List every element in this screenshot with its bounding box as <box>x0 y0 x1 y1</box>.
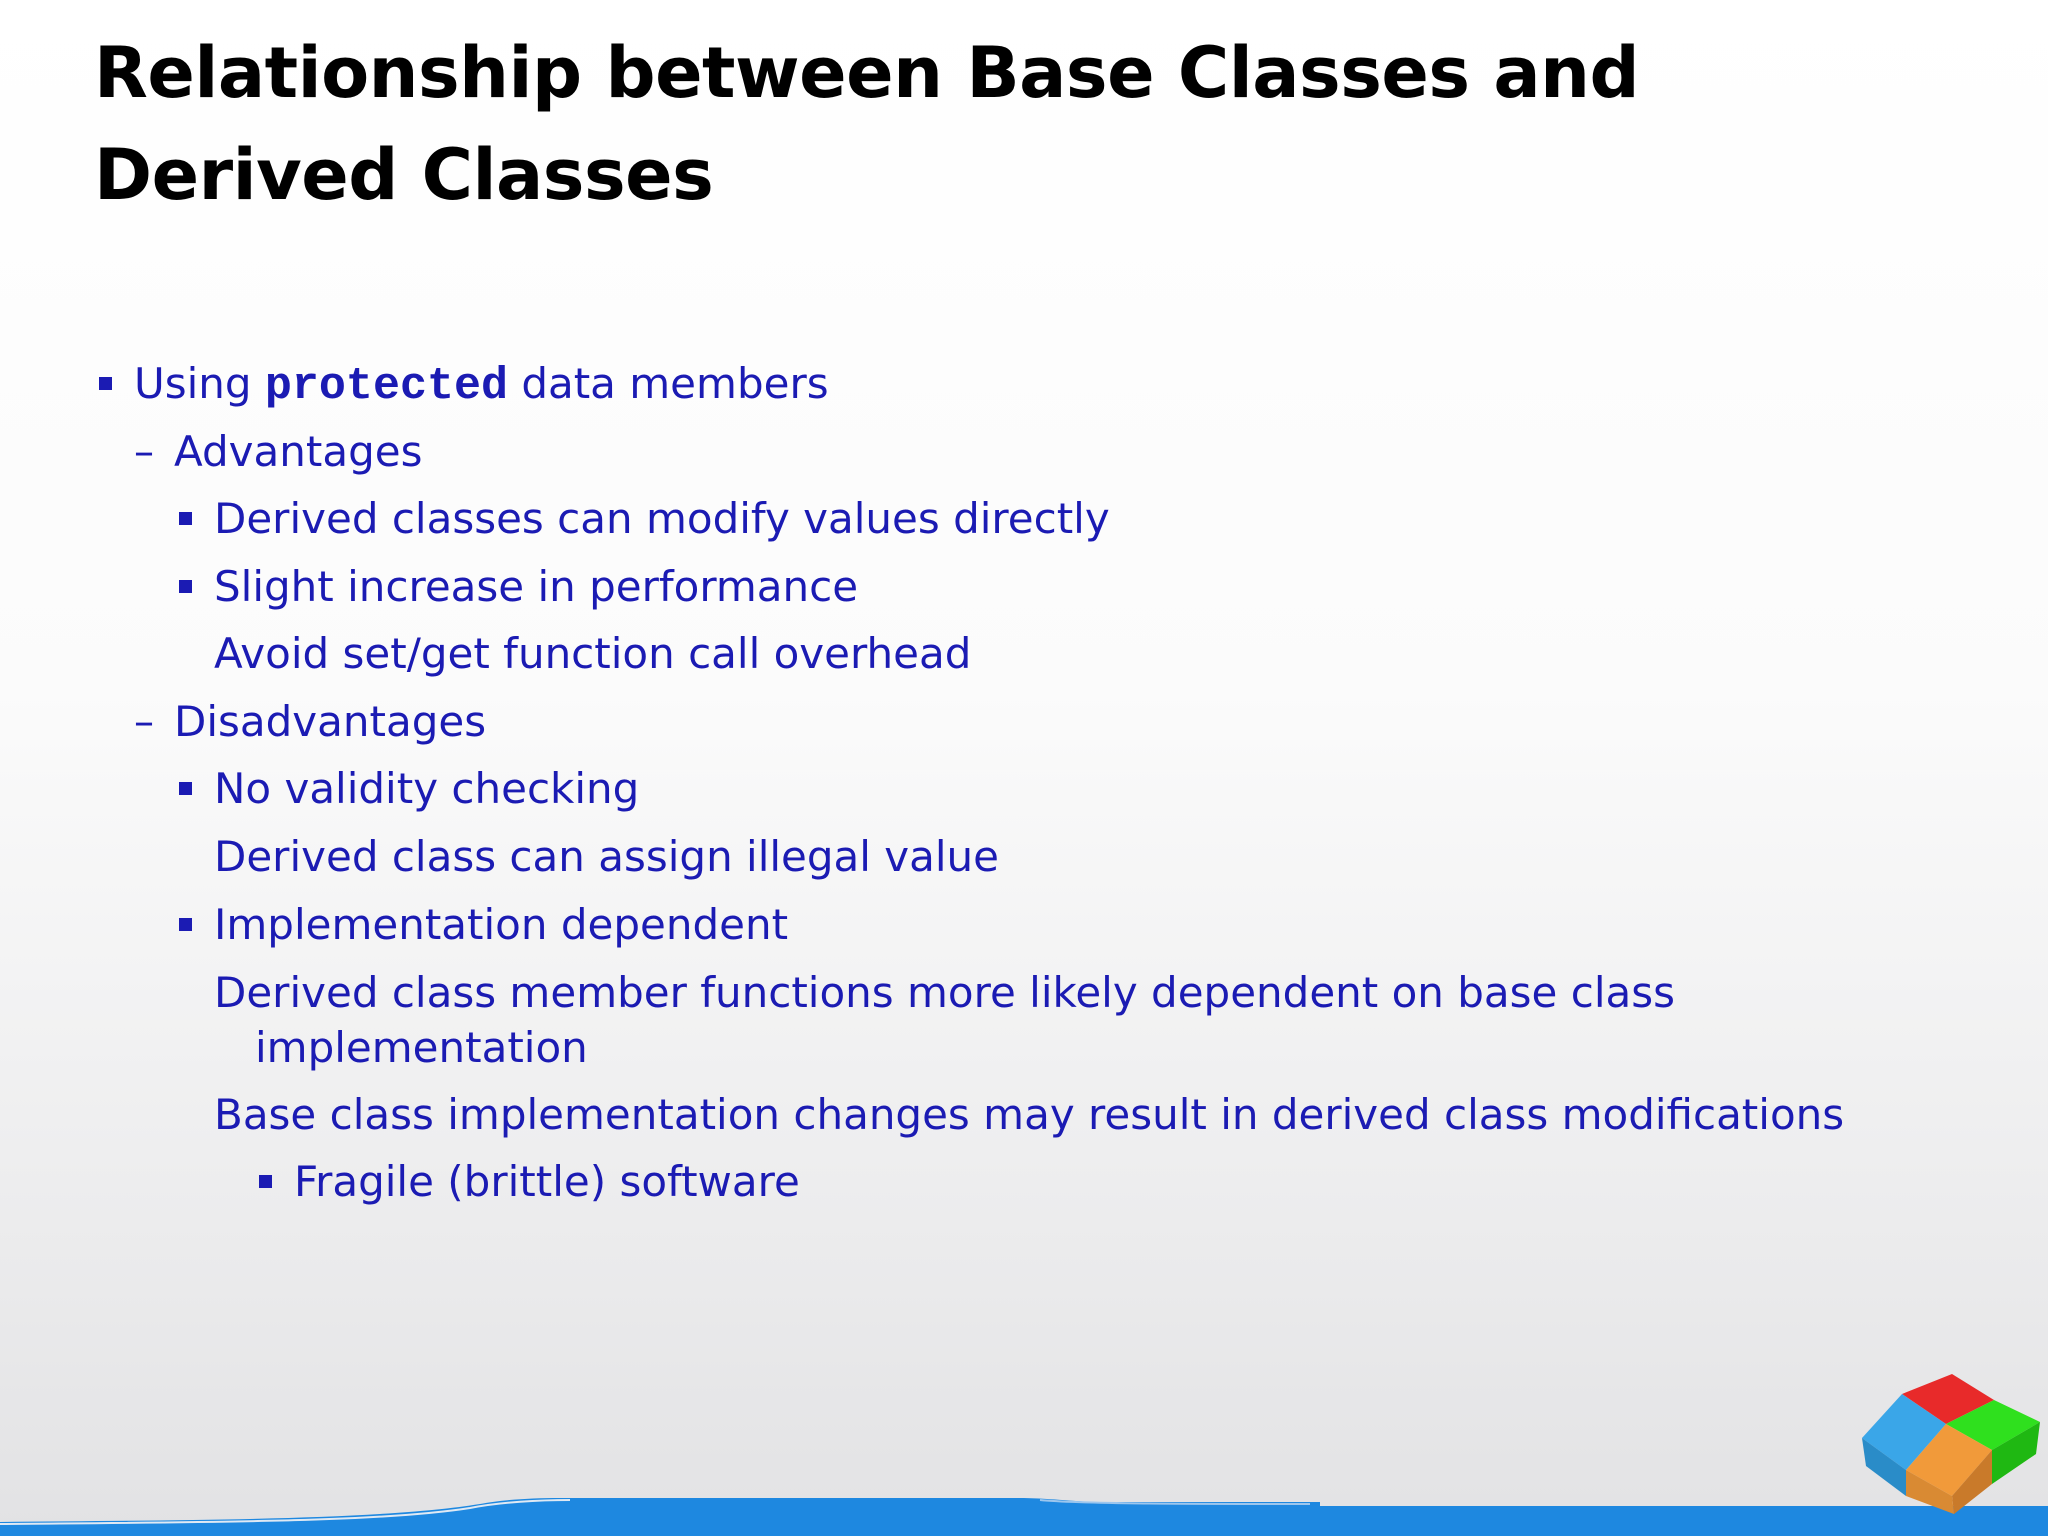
code-keyword: protected <box>264 361 508 412</box>
footer-bar <box>0 1498 2048 1536</box>
bullet-item-advantages: Advantages <box>174 427 423 476</box>
sub-item: Derived class member functions more like… <box>214 968 1675 1017</box>
slide-title: Relationship between Base Classes and De… <box>94 32 1640 216</box>
bullet-item-protected: Using protected data members <box>134 358 829 413</box>
dash-bullet-icon: – <box>134 699 154 745</box>
bullet-item: Fragile (brittle) software <box>294 1157 800 1206</box>
square-bullet-icon <box>179 580 192 593</box>
colored-cube-logo-icon <box>1862 1374 2040 1514</box>
bullet-item: Derived classes can modify values direct… <box>214 494 1110 543</box>
bullet-suffix: data members <box>507 359 829 408</box>
square-bullet-icon <box>179 782 192 795</box>
square-bullet-icon <box>179 512 192 525</box>
bullet-list: Using protected data members – Advantage… <box>99 358 1845 1206</box>
square-bullet-icon <box>259 1175 272 1188</box>
bullet-item-disadvantages: Disadvantages <box>174 697 487 746</box>
sub-item: Avoid set/get function call overhead <box>214 629 972 678</box>
bullet-prefix: Using <box>134 359 265 408</box>
square-bullet-icon <box>179 918 192 931</box>
square-bullet-icon <box>99 377 112 390</box>
bullet-item: Implementation dependent <box>214 900 789 949</box>
sub-item: Derived class can assign illegal value <box>214 832 1000 881</box>
sub-item: Base class implementation changes may re… <box>214 1090 1845 1139</box>
dash-bullet-icon: – <box>134 429 154 475</box>
bullet-item: No validity checking <box>214 764 640 813</box>
sub-item-continuation: implementation <box>255 1023 588 1072</box>
bullet-item: Slight increase in performance <box>214 562 859 611</box>
